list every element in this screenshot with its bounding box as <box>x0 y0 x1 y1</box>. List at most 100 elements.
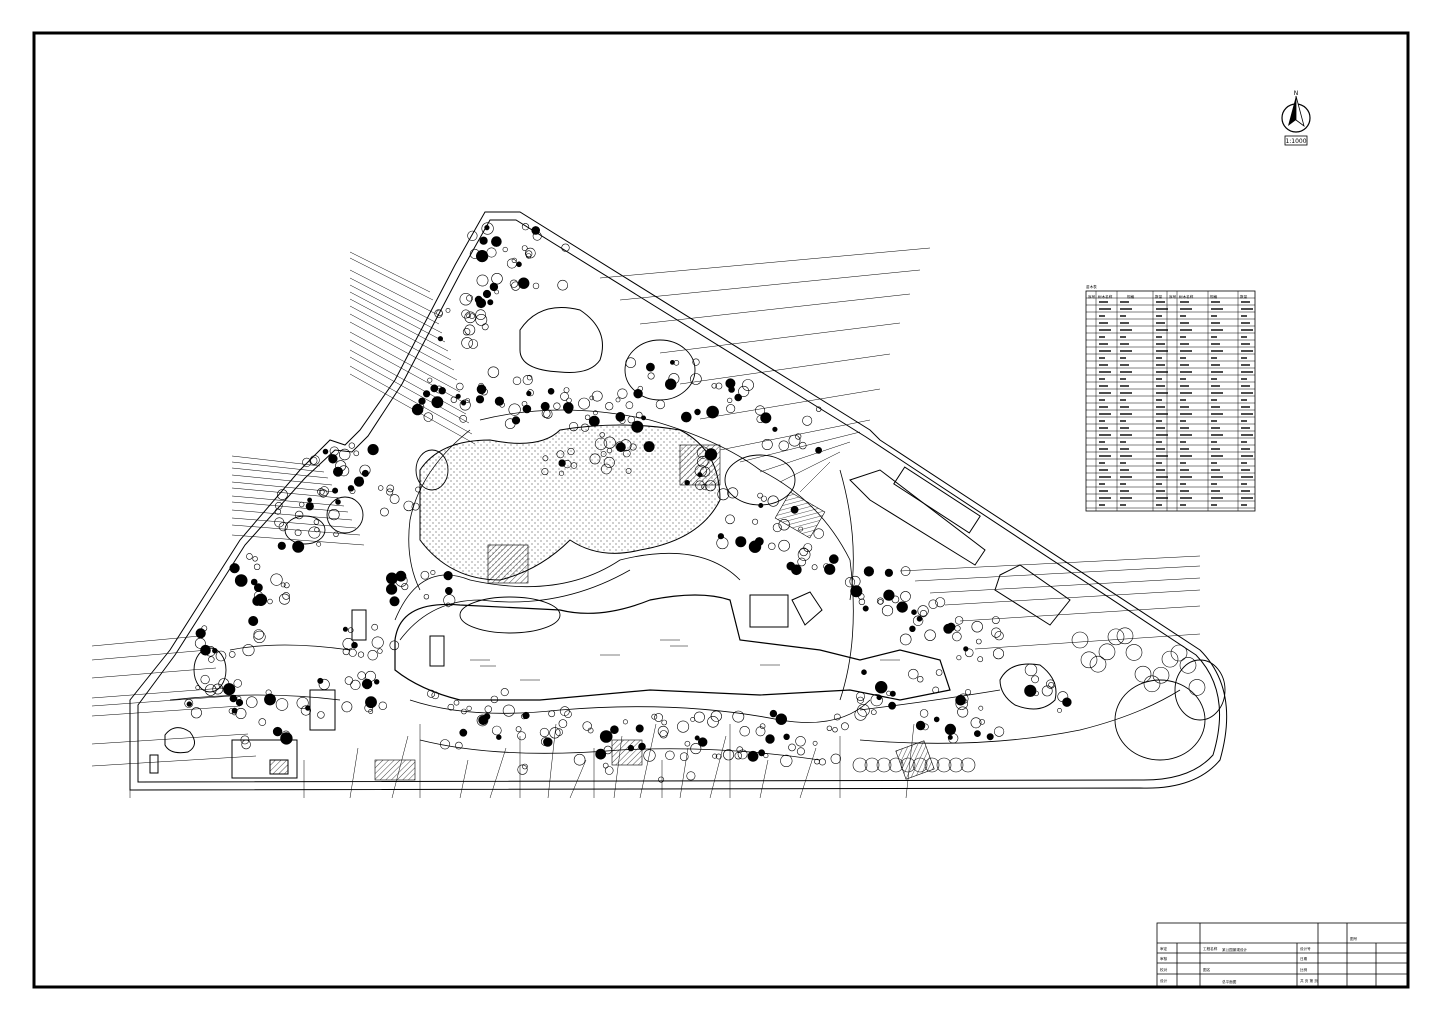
annotation-leaders <box>91 247 1201 799</box>
tree-symbol <box>748 540 762 553</box>
leader-line <box>231 495 345 507</box>
tree-symbol <box>622 719 628 725</box>
tree-symbol <box>830 753 841 764</box>
leader-line <box>799 747 817 799</box>
tree-symbol <box>465 398 470 403</box>
tree-symbol <box>459 293 472 306</box>
tree-symbol <box>252 556 258 562</box>
tree-symbol <box>487 366 500 378</box>
shrub-symbol <box>1089 655 1107 673</box>
tree-symbol <box>668 373 680 385</box>
tree-symbol <box>241 739 251 750</box>
tree-symbol <box>625 357 637 369</box>
tree-symbol <box>186 701 193 707</box>
tree-symbol <box>1031 675 1039 684</box>
tree-symbol <box>665 750 675 760</box>
tree-symbol <box>234 574 248 587</box>
tree-symbol <box>253 563 261 570</box>
tree-symbol <box>643 441 655 453</box>
tree-symbol <box>491 236 502 247</box>
tree-symbol <box>755 405 766 416</box>
tree-symbol <box>270 573 283 586</box>
tree-symbol <box>335 499 341 505</box>
tree-symbol <box>253 630 266 644</box>
tree-symbol <box>307 497 312 503</box>
leader-line <box>349 313 455 371</box>
tree-symbol <box>684 480 690 486</box>
leader-line <box>799 461 831 493</box>
shrub-symbol <box>864 757 880 773</box>
tree-symbol <box>437 336 444 342</box>
tree-symbol <box>347 485 355 492</box>
tree-symbol <box>386 583 398 595</box>
tree-symbol <box>991 627 1002 638</box>
tree-symbol <box>461 708 467 715</box>
tree-symbol <box>246 553 253 560</box>
tree-symbol <box>992 648 1004 660</box>
tree-symbol <box>491 273 503 285</box>
tree-symbol <box>646 362 655 372</box>
tree-symbol <box>548 710 556 718</box>
leader-line <box>349 339 464 403</box>
tree-symbol <box>684 740 691 747</box>
tree-symbol <box>318 678 330 690</box>
tree-symbol <box>700 466 711 477</box>
tree-symbol <box>635 724 644 733</box>
tree-symbol <box>558 470 565 476</box>
tree-symbol <box>566 397 572 404</box>
tree-symbol <box>862 605 869 612</box>
tree-symbol <box>615 411 626 422</box>
plant-table-header-3: 数量 <box>1155 294 1163 299</box>
tree-symbol <box>712 753 718 759</box>
tree-symbol <box>195 628 206 639</box>
tree-symbol <box>582 721 592 731</box>
tree-symbol <box>484 225 490 231</box>
tree-symbol <box>522 374 533 385</box>
leader-line <box>639 293 911 325</box>
tree-symbol <box>543 409 553 419</box>
tree-symbol <box>444 586 453 595</box>
tree-symbol <box>496 734 502 740</box>
tree-symbol <box>881 604 894 617</box>
leader-line <box>91 733 249 745</box>
tree-symbol <box>788 434 801 447</box>
tree-symbol <box>916 675 924 683</box>
tree-symbol <box>454 741 463 750</box>
tree-symbol <box>654 713 663 722</box>
tree-symbol <box>589 395 595 401</box>
tree-symbol <box>697 455 709 468</box>
tree-symbol <box>605 402 614 411</box>
tree-symbol <box>933 716 940 723</box>
tree-symbol <box>870 693 883 707</box>
tree-symbol <box>461 309 471 319</box>
tree-symbol <box>427 377 433 383</box>
tree-symbol <box>478 715 488 726</box>
shrub-symbol <box>1134 665 1152 683</box>
tree-symbol <box>482 289 492 299</box>
tree-symbol <box>539 727 550 738</box>
leader-line <box>699 388 881 420</box>
tree-symbol <box>832 726 838 733</box>
tree-symbol <box>411 502 420 511</box>
tree-symbol <box>516 261 522 268</box>
shrub-symbol <box>1152 666 1170 684</box>
tree-symbol <box>475 309 487 321</box>
tree-symbol <box>469 313 475 320</box>
tree-symbol <box>439 739 451 750</box>
tree-symbol <box>431 691 440 700</box>
tree-symbol <box>1062 697 1072 707</box>
plant-table-header-5: 树木名称 <box>1179 294 1194 299</box>
tree-symbol <box>476 298 487 309</box>
tree-symbol <box>389 640 400 651</box>
tree-symbol <box>584 414 591 420</box>
tree-symbol <box>282 592 290 600</box>
tree-symbol <box>758 749 765 757</box>
tree-symbol <box>378 701 387 710</box>
tree-symbol <box>348 442 355 449</box>
tree-symbol <box>826 725 833 731</box>
tree-symbol <box>567 447 575 456</box>
tree-symbol <box>657 725 669 737</box>
leader-line <box>779 451 841 483</box>
tree-symbol <box>811 564 818 571</box>
